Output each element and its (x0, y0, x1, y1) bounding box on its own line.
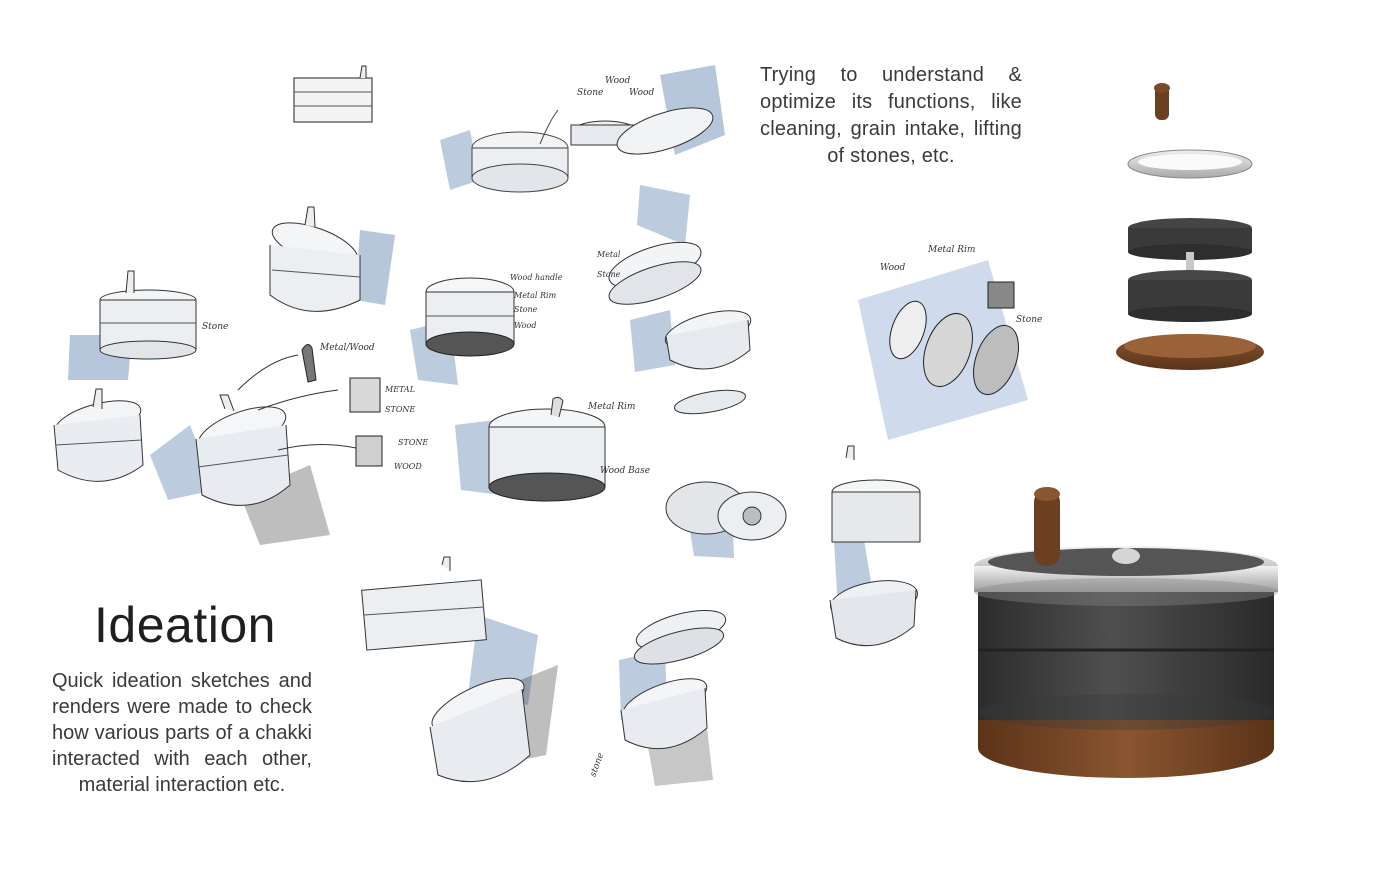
svg-text:Wood handle: Wood handle (510, 273, 563, 282)
svg-text:Wood: Wood (605, 76, 630, 86)
label-stone: STONE (385, 405, 416, 414)
svg-text:Metal: Metal (596, 250, 621, 259)
label-wood-base: Wood Base (600, 466, 651, 476)
svg-text:Stone: Stone (514, 305, 538, 314)
svg-text:Metal Rim: Metal Rim (513, 291, 557, 300)
label-wood: WOOD (394, 462, 422, 471)
svg-text:Stone: Stone (597, 270, 621, 279)
sketch-bottom-left (361, 556, 558, 783)
sketch-chakki-center (150, 394, 330, 545)
svg-text:Stone: Stone (202, 322, 228, 332)
sketch-chakki-5 (630, 310, 752, 415)
ideation-description: Quick ideation sketches and renders were… (52, 670, 312, 796)
svg-text:Wood: Wood (629, 88, 654, 98)
page-title: Ideation (94, 597, 276, 653)
sketch-stacked-right (829, 445, 921, 647)
sketch-exploded-top: Stone Wood Wood (570, 65, 725, 155)
sketch-chakki-3 (53, 388, 144, 482)
sketch-chakki-labeled-left: Stone (68, 270, 228, 380)
render-exploded-view (1116, 83, 1264, 370)
svg-text:Stone: Stone (1016, 315, 1042, 325)
sketch-chakki-labeled-center (455, 396, 606, 502)
function-note: Trying to understand & optimize its func… (760, 64, 1022, 167)
sketch-callouts (237, 344, 383, 467)
label-metal-rim: Metal Rim (588, 402, 636, 412)
sketch-lids (665, 481, 787, 558)
sketch-chakki-2 (269, 206, 395, 312)
svg-text:Stone: Stone (577, 88, 603, 98)
sketch-chakki-labeled-mid: Wood handle Metal Rim Stone Wood (410, 273, 563, 385)
sketch-chakki-1 (440, 109, 569, 193)
svg-text:Wood: Wood (880, 263, 905, 273)
sketch-top-left-box (293, 65, 373, 123)
sketch-chakki-4: Metal Stone (596, 185, 702, 305)
label-stone-2: STONE (398, 438, 429, 447)
svg-text:Metal Rim: Metal Rim (927, 245, 975, 255)
label-metal-wood: Metal/Wood (320, 343, 375, 353)
sketch-exploded-right: Wood Metal Rim Stone (858, 245, 1042, 440)
svg-text:Wood: Wood (514, 321, 536, 330)
sketch-bottom-center (619, 609, 727, 786)
render-assembled-chakki (974, 487, 1278, 778)
label-metal: METAL (385, 385, 416, 394)
